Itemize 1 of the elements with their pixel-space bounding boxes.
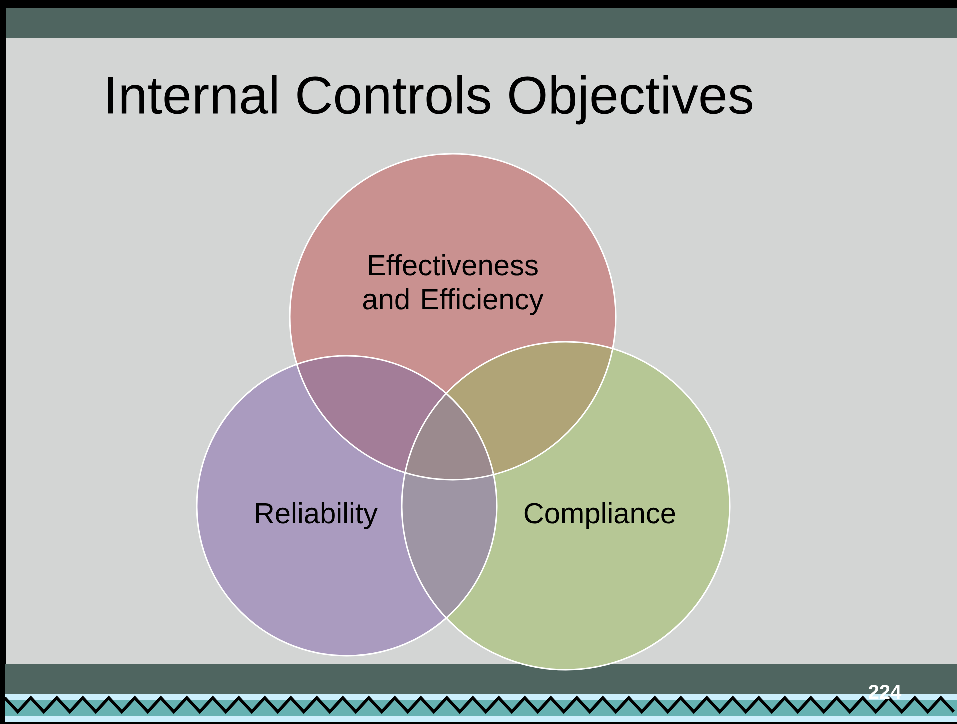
slide-title: Internal Controls Objectives — [108, 75, 752, 125]
